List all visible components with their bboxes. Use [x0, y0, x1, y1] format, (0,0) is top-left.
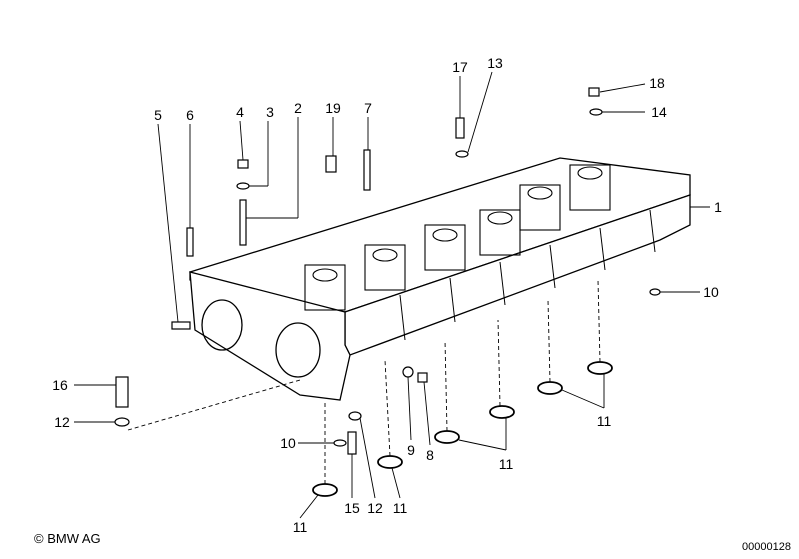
part-label-3: 3 [266, 104, 274, 120]
part-label-5: 5 [154, 107, 162, 123]
part-label-12: 12 [367, 500, 383, 516]
port-2 [275, 322, 321, 378]
part-label-16: 16 [52, 377, 68, 393]
part-label-19: 19 [325, 100, 341, 116]
part-label-7: 7 [364, 100, 372, 116]
cam-towers [304, 164, 611, 311]
front-ribs [399, 209, 656, 341]
part-label-9: 9 [407, 442, 415, 458]
part-label-1: 1 [714, 199, 722, 215]
o-rings [312, 361, 613, 497]
copyright-notice: © BMW AG [34, 531, 101, 546]
part-label-10: 10 [280, 435, 296, 451]
part-label-11: 11 [292, 519, 308, 535]
port-1 [201, 299, 243, 351]
part-label-13: 13 [487, 55, 503, 71]
part-label-11: 11 [392, 500, 408, 516]
leader-lines [74, 71, 710, 519]
part-label-10: 10 [703, 284, 719, 300]
part-label-11: 11 [596, 413, 612, 429]
part-label-17: 17 [452, 59, 468, 75]
part-label-15: 15 [344, 500, 360, 516]
part-label-18: 18 [649, 75, 665, 91]
image-code: 00000128 [742, 541, 791, 553]
part-label-4: 4 [236, 104, 244, 120]
part-label-12: 12 [54, 414, 70, 430]
part-label-11: 11 [498, 456, 514, 472]
part-label-2: 2 [294, 100, 302, 116]
cylinder-head-end [189, 271, 351, 401]
part-label-14: 14 [651, 104, 667, 120]
part-label-6: 6 [186, 107, 194, 123]
part-label-8: 8 [426, 447, 434, 463]
small-parts [114, 87, 661, 455]
